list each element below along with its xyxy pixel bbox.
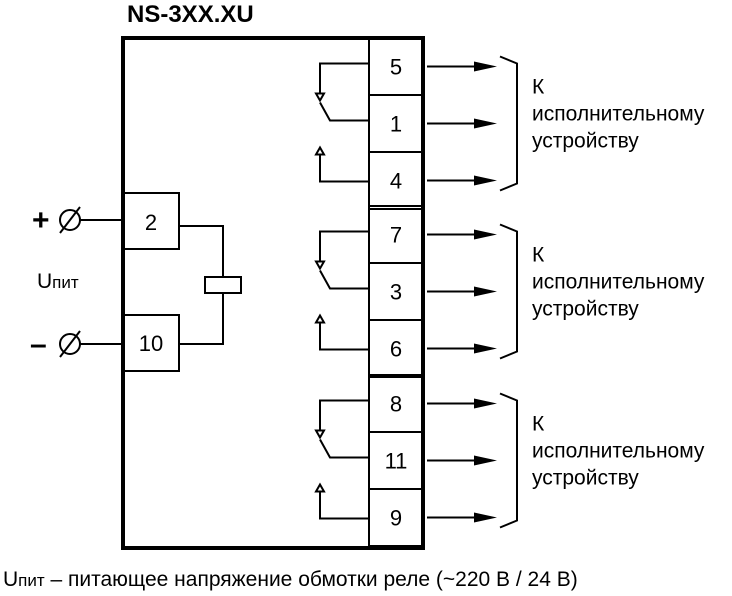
terminal-3-label: 3 xyxy=(390,280,402,305)
contact-tip-icon xyxy=(314,92,326,103)
terminal-8-label: 8 xyxy=(390,392,402,417)
actuator-label-line: исполнительному xyxy=(532,103,705,126)
no-contact-wire xyxy=(319,322,369,351)
terminal-7-label: 7 xyxy=(390,223,402,248)
group-bracket xyxy=(499,223,518,360)
relay-groups: 514Кисполнительномуустройству736Кисполни… xyxy=(314,37,705,547)
device-enclosure xyxy=(121,36,425,550)
group-bracket xyxy=(499,392,518,529)
arrow-right-icon xyxy=(474,175,497,186)
plus-terminal-icon xyxy=(59,206,81,234)
contact-tip-icon xyxy=(314,429,326,440)
actuator-label-line: устройству xyxy=(532,130,639,153)
coil-wire-bottom xyxy=(179,293,224,345)
terminal-10-label: 10 xyxy=(139,331,163,356)
arrow-right-icon xyxy=(474,286,497,297)
actuator-label-line: устройству xyxy=(532,467,639,490)
actuator-label-line: устройству xyxy=(532,298,639,321)
footnote: Uпит – питающее напряжение обмотки реле … xyxy=(3,568,578,591)
plus-sign: + xyxy=(32,204,50,237)
terminal-11-label: 11 xyxy=(385,449,408,474)
terminal-5-label: 5 xyxy=(390,55,402,80)
contact-tip-icon xyxy=(314,313,326,324)
minus-terminal-icon xyxy=(59,330,81,358)
arrow-right-icon xyxy=(474,61,497,72)
supply-voltage-label: Uпит xyxy=(37,270,79,293)
actuator-label-line: исполнительному xyxy=(532,440,705,463)
terminal-4-label: 4 xyxy=(390,169,402,194)
actuator-label-line: К xyxy=(532,244,545,267)
device-title: NS-3XX.XU xyxy=(127,1,254,28)
arrow-right-icon xyxy=(474,455,497,466)
contact-tip-icon xyxy=(314,482,326,493)
actuator-label-line: исполнительному xyxy=(532,271,705,294)
arrow-right-icon xyxy=(474,512,497,523)
arrow-right-icon xyxy=(474,229,497,240)
actuator-label-line: К xyxy=(532,413,545,436)
no-contact-wire xyxy=(319,491,369,520)
minus-sign: – xyxy=(30,328,47,361)
coil-wire-top xyxy=(179,225,224,277)
terminal-1-label: 1 xyxy=(390,112,402,137)
contact-tip-icon xyxy=(314,145,326,156)
terminal-2-label: 2 xyxy=(145,210,157,235)
nc-contact-wire xyxy=(319,62,369,94)
contact-tip-icon xyxy=(314,260,326,271)
arrow-right-icon xyxy=(474,398,497,409)
terminal-9-label: 9 xyxy=(390,506,402,531)
no-contact-wire xyxy=(319,154,369,183)
nc-contact-wire xyxy=(319,399,369,431)
power-input: 2 10 + – Uпит xyxy=(30,192,242,372)
relay-coil-icon xyxy=(204,276,242,294)
arrow-right-icon xyxy=(474,118,497,129)
common-contact-wire xyxy=(319,102,369,122)
common-contact-wire xyxy=(319,270,369,290)
group-bracket xyxy=(499,55,518,192)
common-contact-wire xyxy=(319,439,369,459)
arrow-right-icon xyxy=(474,343,497,354)
actuator-label-line: К xyxy=(532,76,545,99)
nc-contact-wire xyxy=(319,230,369,262)
terminal-6-label: 6 xyxy=(390,337,402,362)
